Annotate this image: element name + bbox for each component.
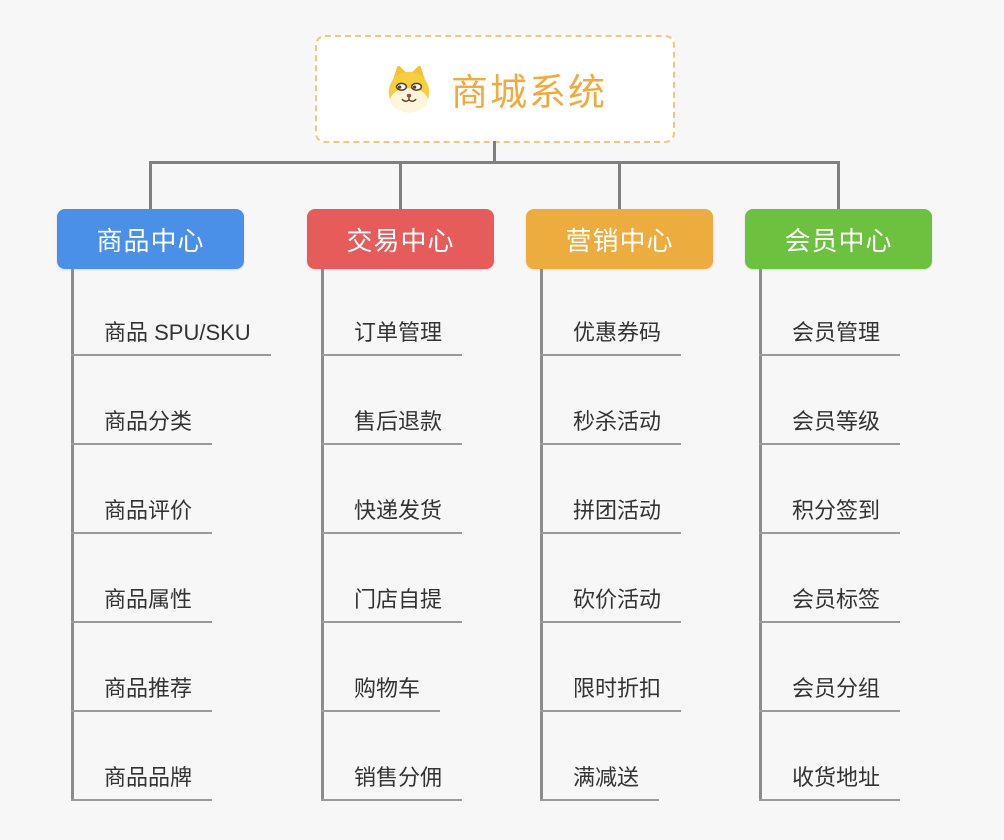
item-label: 商品 SPU/SKU — [104, 320, 251, 345]
item-node-marketing-center-6[interactable]: 满减送 — [540, 755, 660, 801]
item-node-product-center-1[interactable]: 商品 SPU/SKU — [71, 310, 271, 356]
item-label: 会员等级 — [792, 409, 881, 434]
item-label: 销售分佣 — [354, 765, 443, 790]
item-node-member-center-1[interactable]: 会员管理 — [759, 310, 901, 356]
item-node-trade-center-6[interactable]: 销售分佣 — [321, 755, 463, 801]
item-node-marketing-center-5[interactable]: 限时折扣 — [540, 666, 682, 712]
item-label: 满减送 — [573, 765, 640, 790]
item-label: 秒杀活动 — [573, 409, 662, 434]
item-node-member-center-4[interactable]: 会员标签 — [759, 577, 901, 623]
item-label: 拼团活动 — [573, 498, 662, 523]
root-node[interactable]: 商城系统 — [315, 35, 675, 143]
item-node-member-center-2[interactable]: 会员等级 — [759, 399, 901, 445]
item-node-trade-center-4[interactable]: 门店自提 — [321, 577, 463, 623]
connector-drop-marketing-center — [618, 161, 621, 210]
branch-node-trade-center[interactable]: 交易中心 — [307, 209, 494, 269]
item-node-marketing-center-2[interactable]: 秒杀活动 — [540, 399, 682, 445]
item-label: 商品属性 — [104, 587, 193, 612]
connector-spine-product-center — [71, 269, 74, 801]
item-label: 购物车 — [354, 676, 421, 701]
item-node-trade-center-1[interactable]: 订单管理 — [321, 310, 463, 356]
dog-face-icon — [388, 65, 430, 113]
item-node-trade-center-3[interactable]: 快递发货 — [321, 488, 463, 534]
item-node-trade-center-2[interactable]: 售后退款 — [321, 399, 463, 445]
branch-label: 交易中心 — [346, 225, 455, 256]
item-node-marketing-center-3[interactable]: 拼团活动 — [540, 488, 682, 534]
item-node-product-center-4[interactable]: 商品属性 — [71, 577, 213, 623]
item-label: 收货地址 — [792, 765, 881, 790]
item-label: 订单管理 — [354, 320, 443, 345]
root-title: 商城系统 — [451, 72, 607, 113]
item-label: 商品推荐 — [104, 676, 193, 701]
item-label: 门店自提 — [354, 587, 443, 612]
connector-drop-trade-center — [399, 161, 402, 210]
branch-label: 会员中心 — [784, 225, 893, 256]
item-label: 限时折扣 — [573, 676, 662, 701]
item-node-product-center-6[interactable]: 商品品牌 — [71, 755, 213, 801]
connector-spine-member-center — [759, 269, 762, 801]
item-label: 商品评价 — [104, 498, 193, 523]
item-label: 积分签到 — [792, 498, 881, 523]
item-node-member-center-5[interactable]: 会员分组 — [759, 666, 901, 712]
branch-node-marketing-center[interactable]: 营销中心 — [526, 209, 713, 269]
item-node-product-center-2[interactable]: 商品分类 — [71, 399, 213, 445]
branch-node-member-center[interactable]: 会员中心 — [745, 209, 932, 269]
item-label: 会员管理 — [792, 320, 881, 345]
item-node-marketing-center-1[interactable]: 优惠券码 — [540, 310, 682, 356]
item-label: 售后退款 — [354, 409, 443, 434]
connector-root-stem — [493, 141, 496, 163]
item-label: 商品分类 — [104, 409, 193, 434]
branch-node-product-center[interactable]: 商品中心 — [57, 209, 244, 269]
branch-label: 营销中心 — [565, 225, 674, 256]
branch-label: 商品中心 — [96, 225, 205, 256]
item-label: 商品品牌 — [104, 765, 193, 790]
item-node-trade-center-5[interactable]: 购物车 — [321, 666, 441, 712]
item-label: 会员标签 — [792, 587, 881, 612]
item-node-product-center-5[interactable]: 商品推荐 — [71, 666, 213, 712]
item-node-marketing-center-4[interactable]: 砍价活动 — [540, 577, 682, 623]
item-label: 会员分组 — [792, 676, 881, 701]
item-label: 砍价活动 — [573, 587, 662, 612]
connector-drop-member-center — [837, 161, 840, 210]
connector-spine-trade-center — [321, 269, 324, 801]
item-node-member-center-6[interactable]: 收货地址 — [759, 755, 901, 801]
item-node-product-center-3[interactable]: 商品评价 — [71, 488, 213, 534]
item-node-member-center-3[interactable]: 积分签到 — [759, 488, 901, 534]
connector-spine-marketing-center — [540, 269, 543, 801]
connector-horizontal — [149, 161, 840, 164]
item-label: 优惠券码 — [573, 320, 662, 345]
connector-drop-product-center — [149, 161, 152, 210]
item-label: 快递发货 — [354, 498, 443, 523]
